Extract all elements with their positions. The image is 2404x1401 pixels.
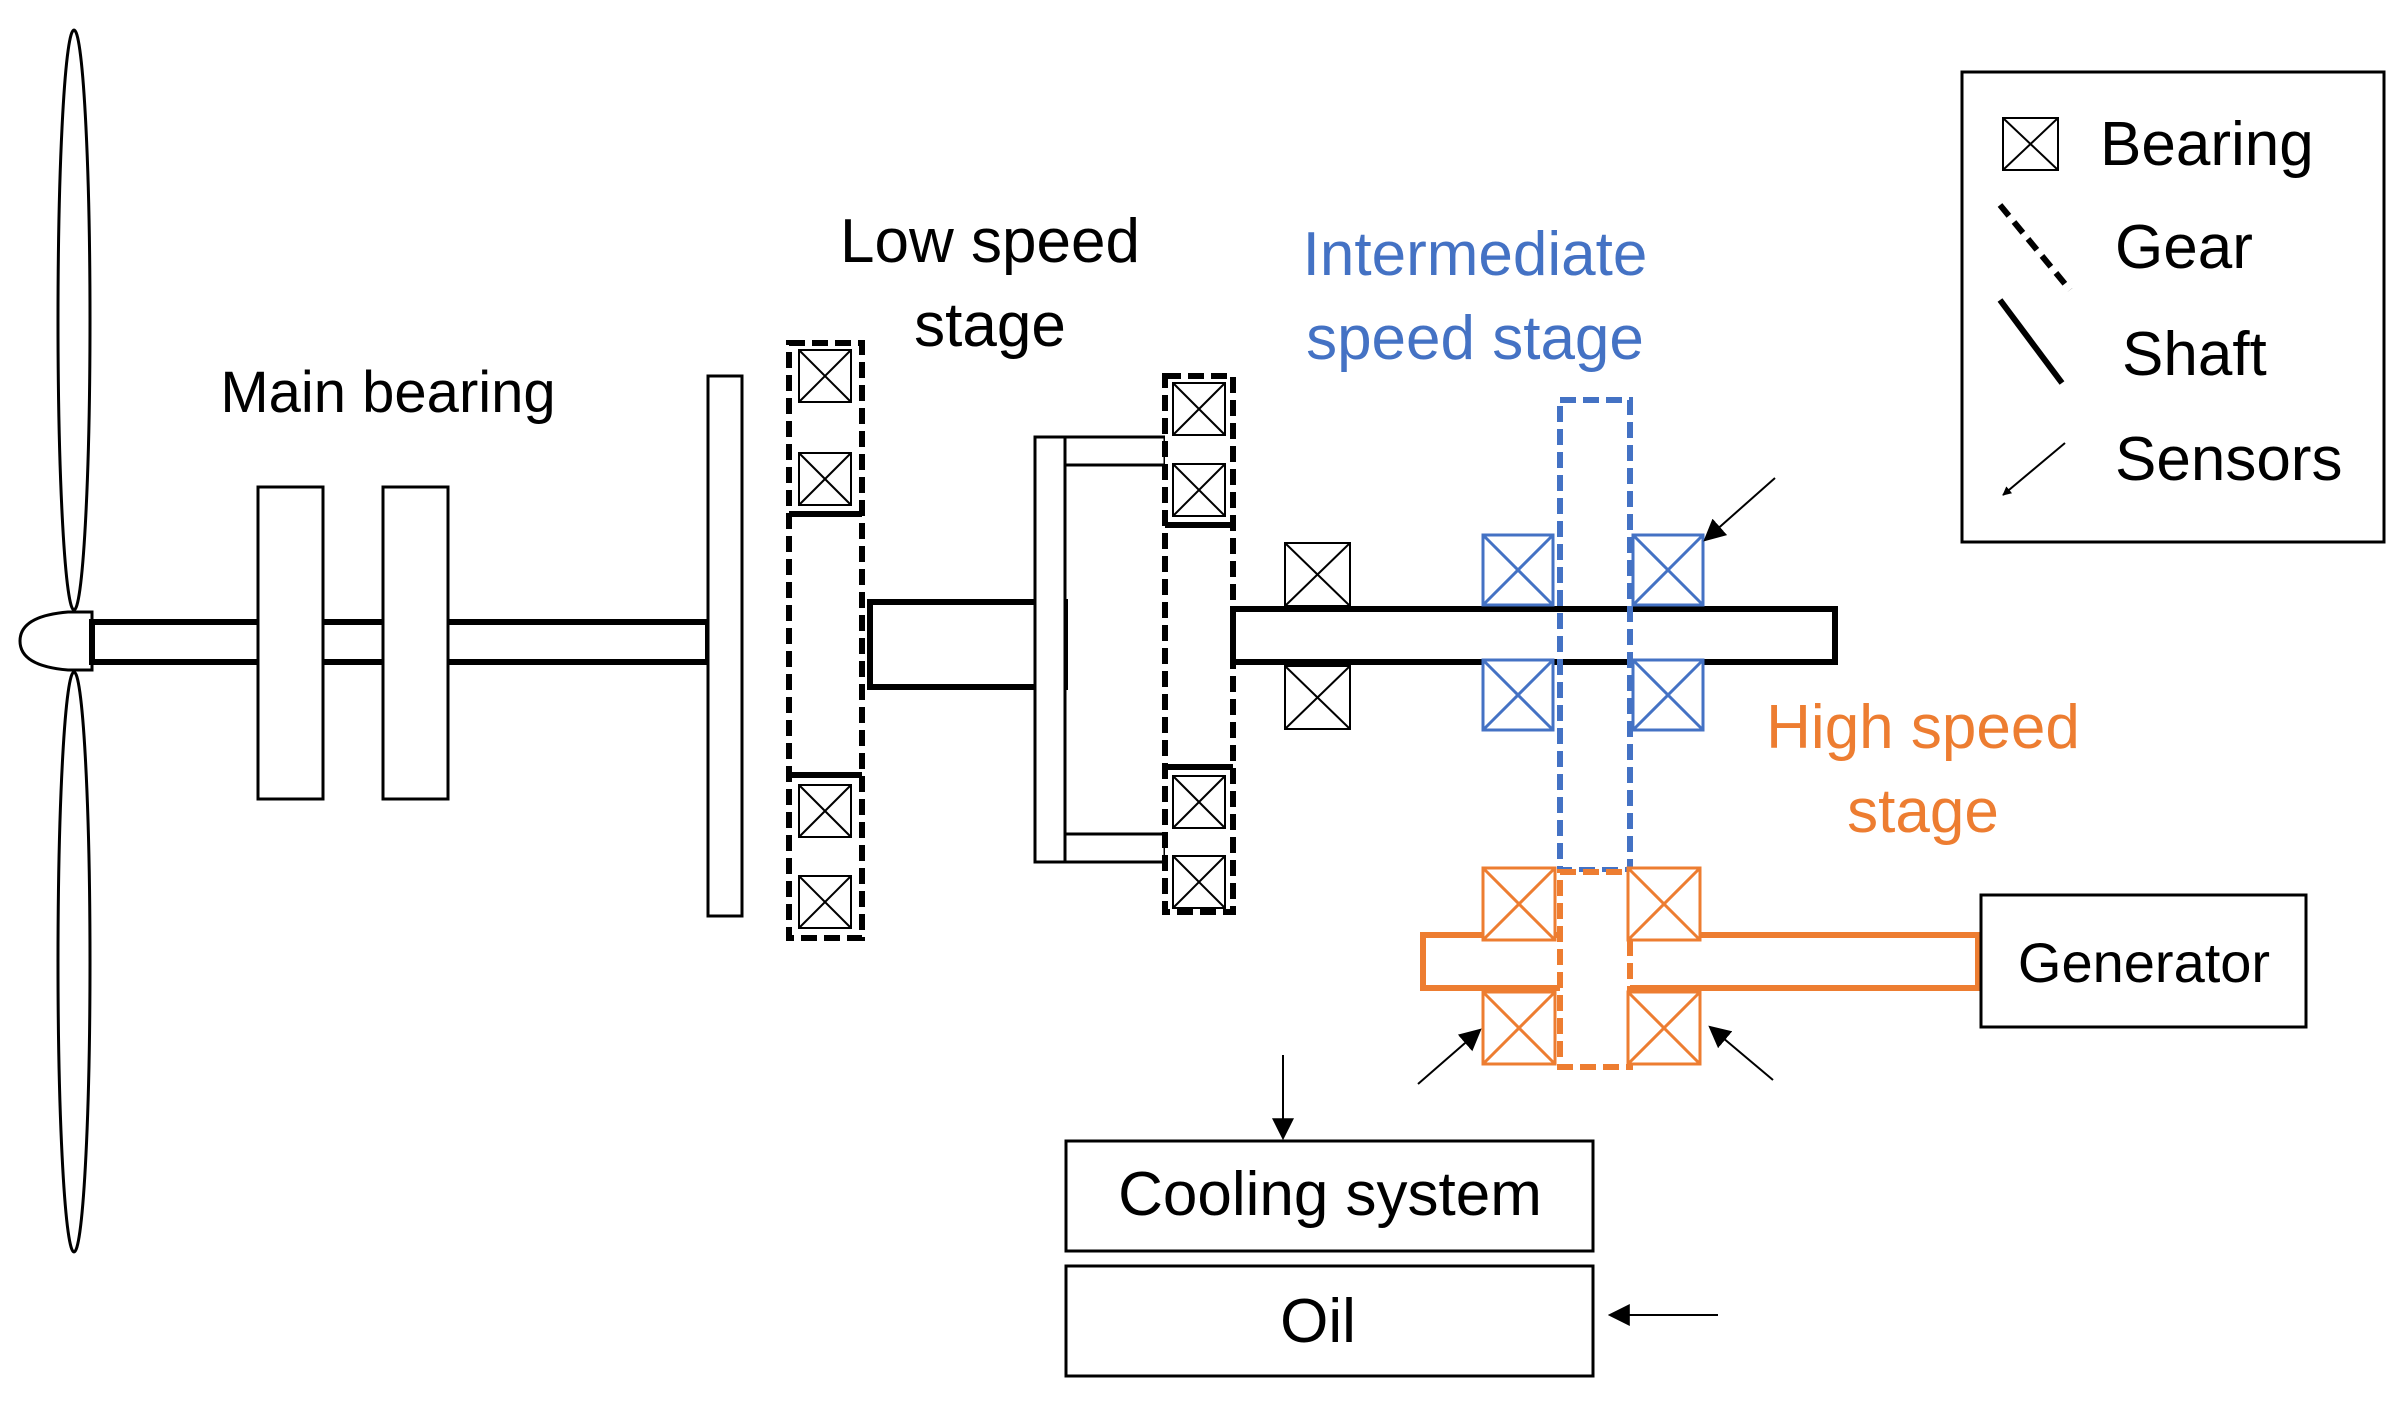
legend-bearing-icon (2002, 117, 2059, 171)
bearing-icon (1481, 866, 1557, 942)
legend-shaft-icon (1997, 298, 2065, 385)
bearing-icon (1481, 658, 1555, 732)
main-bearings (256, 485, 450, 801)
carrier-arm-top (1063, 435, 1167, 467)
low-speed-stage-label-line2: stage (914, 291, 1066, 360)
oil-box (1064, 1264, 1595, 1378)
legend (1960, 70, 2386, 544)
cooling-system-box (1064, 1139, 1595, 1253)
legend-gear-label: Gear (2115, 213, 2253, 282)
bearing-icon (1172, 775, 1226, 829)
oil-label: Oil (1280, 1287, 1356, 1356)
high-speed-stage (1420, 866, 1981, 1070)
bearing-icon (1172, 463, 1226, 517)
bearing-icon (1284, 542, 1351, 607)
legend-bearing-label: Bearing (2100, 110, 2314, 179)
bearing-icon (1284, 665, 1351, 730)
intermediate-speed-stage (1481, 397, 1705, 873)
cooling-system-label: Cooling system (1118, 1160, 1542, 1229)
low-speed-stage-label-line1: Low speed (840, 207, 1140, 276)
sensor-arrow-icon (1708, 1025, 1774, 1081)
bearing-icon (798, 349, 852, 403)
generator-box (1979, 893, 2308, 1029)
flange (706, 374, 744, 918)
hub-nose (18, 610, 94, 672)
bearing-icon (1481, 533, 1555, 607)
bearing-icon (1481, 990, 1557, 1066)
legend-sensors-label: Sensors (2115, 425, 2342, 494)
bearing-icon (1631, 658, 1705, 732)
intermediate-speed-stage-label-line2: speed stage (1306, 304, 1644, 373)
bearing-icon (798, 875, 852, 929)
lower-blade (56, 670, 92, 1254)
main-bearing-label: Main bearing (220, 360, 555, 425)
generator-label: Generator (2018, 931, 2270, 994)
low-speed-gear-2 (1162, 373, 1236, 915)
bearing-icon (1631, 533, 1705, 607)
sensor-arrow-icon (1703, 477, 1776, 542)
carrier-bracket (1033, 435, 1067, 864)
bearing-icon (1172, 855, 1226, 909)
bearing-icon (1626, 866, 1702, 942)
legend-sensor-icon (2002, 442, 2066, 496)
legend-gear-icon (1997, 203, 2073, 292)
carrier-arm-bottom (1063, 832, 1167, 864)
sensor-arrow-icon (1417, 1028, 1482, 1085)
high-speed-stage-label-line2: stage (1847, 777, 1999, 846)
bearing-icon (1172, 382, 1226, 436)
low-speed-shaft (867, 599, 1068, 690)
intermediate-shaft (1230, 606, 1838, 665)
legend-shaft-label: Shaft (2122, 320, 2267, 389)
main-bearing-block-2 (381, 485, 450, 801)
low-speed-gear-1 (786, 340, 865, 941)
bearing-icon (798, 452, 852, 506)
upper-blade (56, 28, 92, 612)
bearing-icon (798, 784, 852, 838)
rotor (18, 28, 94, 1254)
low-speed-stage (786, 340, 1236, 941)
high-speed-shaft (1420, 932, 1981, 991)
intermediate-speed-stage-label-line1: Intermediate (1303, 220, 1648, 289)
bearing-icon (1626, 990, 1702, 1066)
main-bearing-block-1 (256, 485, 325, 801)
high-speed-stage-label-line1: High speed (1766, 693, 2080, 762)
sensors (1272, 477, 1776, 1326)
high-speed-gear (1557, 869, 1633, 1070)
